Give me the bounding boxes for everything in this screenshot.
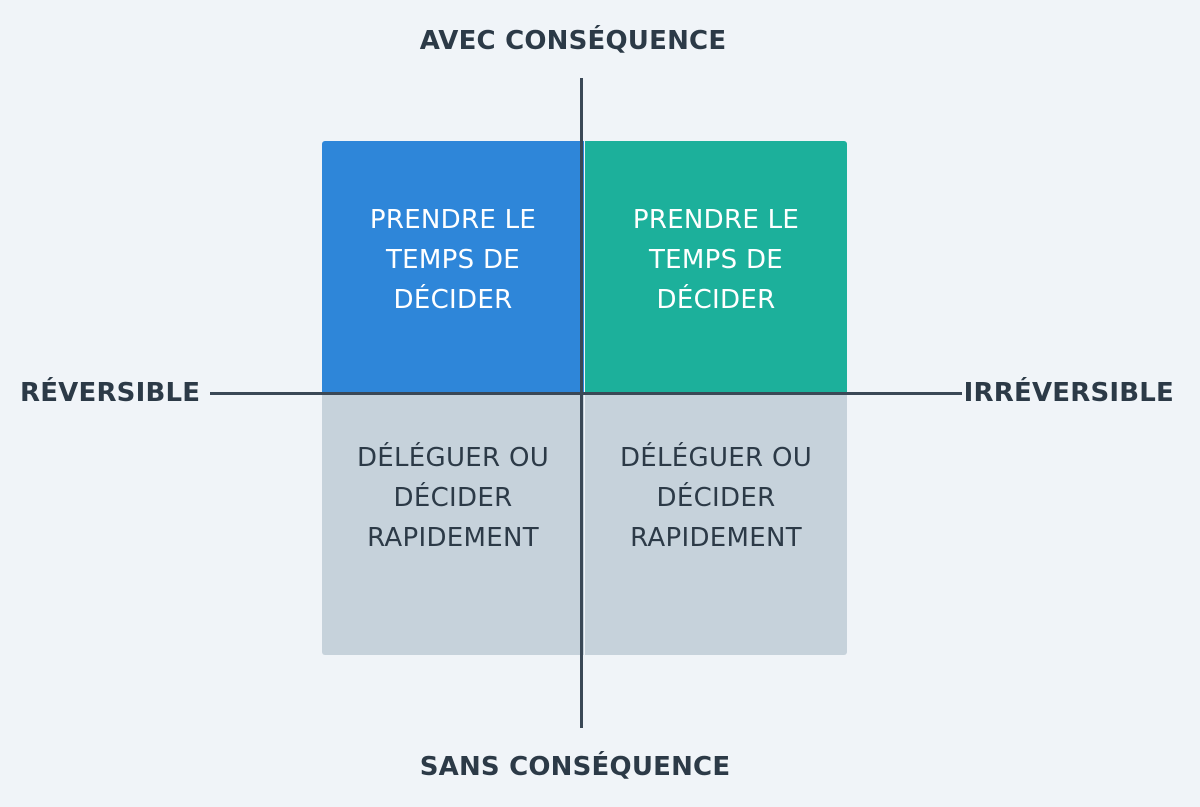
axis-label-right: IRRÉVERSIBLE bbox=[963, 378, 1174, 408]
quadrant-bottom-left-label: DÉLÉGUER OU DÉCIDER RAPIDEMENT bbox=[356, 443, 550, 553]
axis-label-bottom: SANS CONSÉQUENCE bbox=[419, 752, 731, 782]
axis-label-left: RÉVERSIBLE bbox=[20, 378, 201, 408]
axis-label-top: AVEC CONSÉQUENCE bbox=[419, 26, 727, 56]
quadrant-top-right: PRENDRE LE TEMPS DE DÉCIDER bbox=[585, 141, 847, 393]
quadrant-bottom-left: DÉLÉGUER OU DÉCIDER RAPIDEMENT bbox=[322, 395, 584, 655]
quadrant-bottom-right-label: DÉLÉGUER OU DÉCIDER RAPIDEMENT bbox=[619, 443, 813, 553]
horizontal-axis-line bbox=[210, 392, 962, 395]
quadrant-top-right-label: PRENDRE LE TEMPS DE DÉCIDER bbox=[632, 205, 800, 315]
quadrant-top-left-label: PRENDRE LE TEMPS DE DÉCIDER bbox=[369, 205, 537, 315]
quadrant-top-left: PRENDRE LE TEMPS DE DÉCIDER bbox=[322, 141, 584, 393]
vertical-axis-line bbox=[580, 78, 583, 728]
quadrant-bottom-right: DÉLÉGUER OU DÉCIDER RAPIDEMENT bbox=[585, 395, 847, 655]
